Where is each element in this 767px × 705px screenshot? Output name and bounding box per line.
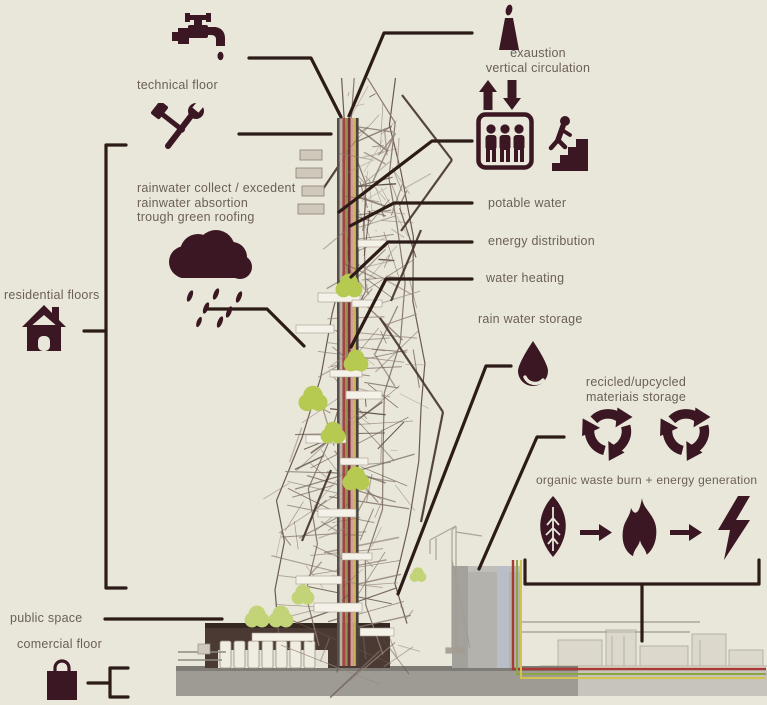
label-rain-water-storage: rain water storage <box>478 312 583 326</box>
recycle-icon <box>570 400 646 466</box>
lightning-icon <box>714 496 752 560</box>
faucet-icon <box>166 12 228 68</box>
label-comercial-floor: comercial floor <box>17 637 103 651</box>
rain-cloud-icon <box>152 230 256 328</box>
recycle-icon <box>648 400 724 466</box>
shopping-bag-icon <box>46 659 78 701</box>
base-ground <box>176 525 767 696</box>
label-water-heating: water heating <box>486 271 565 285</box>
hammer-wrench-icon <box>148 103 212 153</box>
elevator-icon <box>476 112 534 170</box>
label-rainwater: rainwater collect / excedent rainwater a… <box>137 181 296 224</box>
label-energy-distribution: energy distribution <box>488 234 595 248</box>
green-roof-trees <box>244 273 427 628</box>
person-stairs-icon <box>548 114 590 172</box>
label-public-space: public space <box>10 611 83 625</box>
label-residential-floors: residential floors <box>4 288 100 302</box>
house-icon <box>22 304 66 352</box>
label-technical-floor: technical floor <box>137 78 218 92</box>
tower-truss-front <box>263 103 432 675</box>
technical-boxes <box>295 149 325 215</box>
leaf-icon <box>534 494 572 560</box>
label-potable-water: potable water <box>488 196 567 210</box>
up-down-arrows-icon <box>479 80 525 111</box>
label-recycled-storage: recicled/upcycled materiais storage <box>585 375 687 404</box>
label-organic-waste: organic waste burn + energy generation <box>536 473 758 487</box>
fire-icon <box>618 498 662 560</box>
right-arrow-icon <box>670 524 702 541</box>
label-exaustion: exaustion vertical circulation <box>485 46 591 75</box>
right-arrow-icon <box>580 524 612 541</box>
connector-lines <box>82 31 761 699</box>
chimney-flame-icon <box>496 4 524 52</box>
water-drop-icon <box>514 339 552 389</box>
